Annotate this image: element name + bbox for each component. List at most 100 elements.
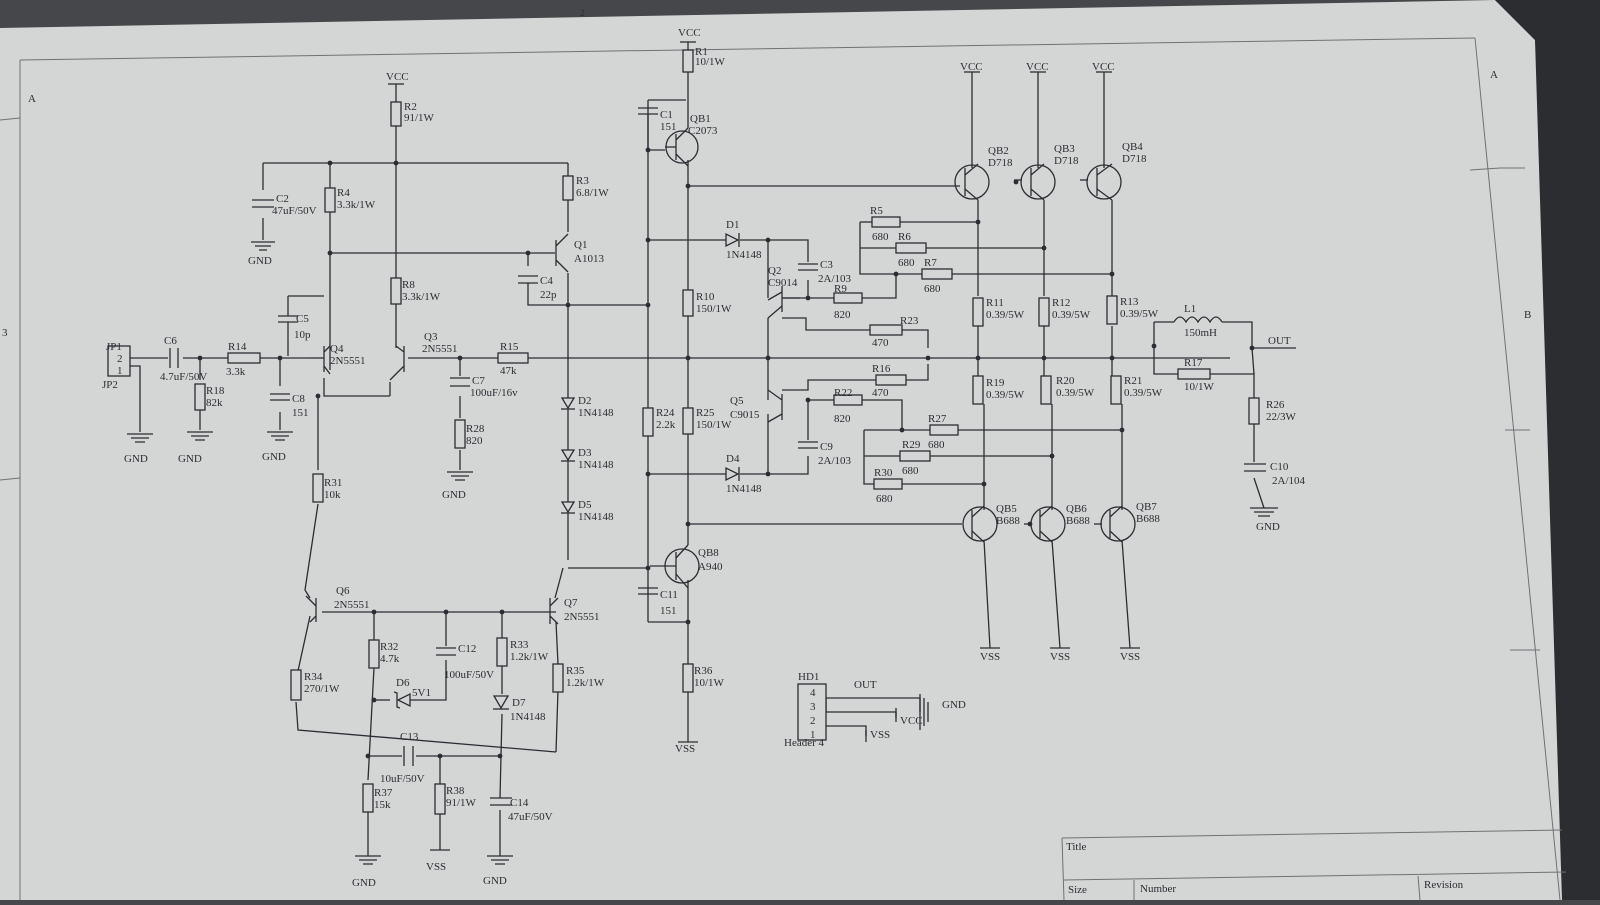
gnd-label-header: GND	[942, 699, 966, 711]
qb3-value: D718	[1054, 155, 1079, 167]
r22-value: 820	[834, 413, 851, 425]
inductor-coil	[1173, 316, 1223, 324]
hd1-pin3: 3	[810, 701, 816, 713]
hd1-pin4: 4	[810, 687, 816, 699]
gnd-label-r18: GND	[178, 453, 202, 465]
border-number-2-top: 2	[580, 8, 585, 18]
capacitor-symbols	[169, 107, 1266, 806]
r34-name: R34	[304, 671, 323, 683]
vcc-label-r2: VCC	[386, 71, 409, 83]
r37-name: R37	[374, 787, 393, 799]
c5-name: C5	[296, 313, 309, 325]
c12-value: 100uF/50V	[444, 669, 494, 681]
r35-name: R35	[566, 665, 585, 677]
q6-name: Q6	[336, 585, 350, 597]
q6-value: 2N5551	[334, 599, 369, 611]
vss-label-header: VSS	[870, 729, 890, 741]
q3-value: 2N5551	[422, 343, 457, 355]
hd1-pin1: 1	[810, 729, 816, 741]
c8-name: C8	[292, 393, 305, 405]
qb5-name: QB5	[996, 503, 1017, 515]
r4-value: 3.3k/1W	[337, 199, 376, 211]
r12-value: 0.39/5W	[1052, 309, 1091, 321]
c7-name: C7	[472, 375, 485, 387]
r20-value: 0.39/5W	[1056, 387, 1095, 399]
r16-value: 470	[872, 387, 889, 399]
qb1-value: C2073	[688, 125, 718, 137]
title-label: Title	[1066, 841, 1087, 853]
c4-value: 22p	[540, 289, 557, 301]
vss-label-qb6: VSS	[1050, 651, 1070, 663]
r1-name: R1	[695, 46, 708, 58]
border-number-3-left: 3	[2, 327, 8, 339]
r19-name: R19	[986, 377, 1005, 389]
r29-value: 680	[902, 465, 919, 477]
c2-value: 47uF/50V	[272, 205, 317, 217]
c8-value: 151	[292, 407, 309, 419]
header-type-label: Header 4	[784, 737, 825, 749]
c9-value: 2A/103	[818, 455, 852, 467]
r12-name: R12	[1052, 297, 1070, 309]
jp1-connector-body	[107, 345, 131, 377]
jp2-label: JP2	[102, 379, 118, 391]
r24-value: 2.2k	[656, 419, 676, 431]
vss-label-qb7: VSS	[1120, 651, 1140, 663]
r31-name: R31	[324, 477, 342, 489]
r38-value: 91/1W	[446, 797, 477, 809]
r8-value: 3.3k/1W	[402, 291, 441, 303]
number-label: Number	[1140, 883, 1176, 895]
r4-name: R4	[337, 187, 350, 199]
size-label: Size	[1068, 884, 1087, 896]
r16-name: R16	[872, 363, 891, 375]
r28-value: 820	[466, 435, 483, 447]
r25-value: 150/1W	[696, 419, 732, 431]
c5-value: 10p	[294, 329, 311, 341]
gnd-label-c2: GND	[248, 255, 272, 267]
c4-name: C4	[540, 275, 553, 287]
c1-value: 151	[660, 121, 677, 133]
c11-value: 151	[660, 605, 677, 617]
qb8-value: A940	[698, 561, 723, 573]
vcc-label-r1: VCC	[678, 27, 701, 39]
c14-value: 47uF/50V	[508, 811, 553, 823]
title-block	[1061, 829, 1567, 901]
qb7-value: B688	[1136, 513, 1160, 525]
c7-value: 100uF/16v	[470, 387, 518, 399]
vss-symbols	[430, 647, 1140, 851]
qb4-value: D718	[1122, 153, 1147, 165]
border-letter-b-right: B	[1524, 309, 1531, 321]
r17-value: 10/1W	[1184, 381, 1215, 393]
qb8-name: QB8	[698, 547, 719, 559]
d4-value: 1N4148	[726, 483, 762, 495]
border-letter-a-right: A	[1490, 69, 1498, 81]
r38-name: R38	[446, 785, 465, 797]
d7-value: 1N4148	[510, 711, 546, 723]
d3-value: 1N4148	[578, 459, 614, 471]
vcc-label-header: VCC	[900, 715, 923, 727]
vss-label-r38: VSS	[426, 861, 446, 873]
transistor-symbols	[305, 127, 1136, 625]
r13-name: R13	[1120, 296, 1139, 308]
r7-name: R7	[924, 257, 937, 269]
ground-symbols	[127, 241, 1278, 865]
r18-name: R18	[206, 385, 225, 397]
r5-value: 680	[872, 231, 889, 243]
gnd-label-c10: GND	[1256, 521, 1280, 533]
q5-name: Q5	[730, 395, 744, 407]
r22-name: R22	[834, 387, 852, 399]
r21-name: R21	[1124, 375, 1142, 387]
d6-name: D6	[396, 677, 410, 689]
r25-name: R25	[696, 407, 715, 419]
r8-name: R8	[402, 279, 415, 291]
out-net-label: OUT	[1268, 335, 1291, 347]
c2-name: C2	[276, 193, 289, 205]
r10-value: 150/1W	[696, 303, 732, 315]
l1-name: L1	[1184, 303, 1196, 315]
qb5-value: B688	[996, 515, 1020, 527]
resistor-bodies	[194, 49, 1260, 815]
r29-name: R29	[902, 439, 921, 451]
gnd-label-c14: GND	[483, 875, 507, 887]
qb6-name: QB6	[1066, 503, 1087, 515]
r17-name: R17	[1184, 357, 1203, 369]
